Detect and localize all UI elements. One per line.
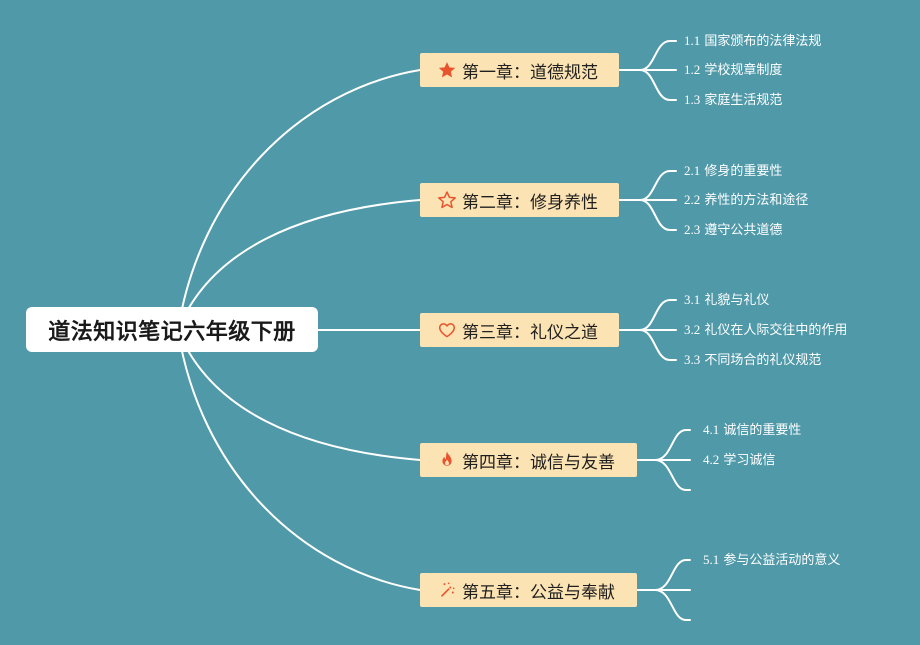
- connector-root-ch4: [177, 329, 421, 461]
- sub-num: 1.2: [684, 62, 701, 77]
- sub-item-1-1[interactable]: 1.1 国家颁布的法律法规: [684, 33, 821, 50]
- star-filled-icon: [437, 60, 457, 80]
- chapter-label-1: 第一章：道德规范: [462, 62, 598, 83]
- sub-text: 参与公益活动的意义: [723, 553, 841, 568]
- connector-root-ch1: [177, 69, 421, 331]
- sub-num: 2.2: [684, 192, 701, 207]
- sub-num: 2.3: [684, 222, 701, 237]
- sub-num: 1.3: [684, 92, 701, 107]
- sub-text: 国家颁布的法律法规: [704, 34, 822, 49]
- sub-num: 4.2: [703, 452, 720, 467]
- sub-item-4-1[interactable]: 4.1 诚信的重要性: [703, 422, 801, 439]
- chapter-label-4: 第四章：诚信与友善: [462, 452, 615, 473]
- sub-num: 5.1: [703, 552, 720, 567]
- sub-text: 遵守公共道德: [704, 223, 783, 238]
- connector-root-ch5: [177, 329, 421, 591]
- sub-num: 1.1: [684, 33, 701, 48]
- sub-item-4-2[interactable]: 4.2 学习诚信: [703, 452, 775, 469]
- chapter-node-5[interactable]: 第五章：公益与奉献: [420, 573, 637, 607]
- sub-text: 家庭生活规范: [704, 93, 783, 108]
- fire-icon: [437, 450, 457, 470]
- root-title: 道法知识笔记六年级下册: [48, 319, 296, 345]
- connector-root-ch2: [177, 199, 421, 331]
- sub-text: 学校规章制度: [704, 63, 783, 78]
- sub-item-2-3[interactable]: 2.3 遵守公共道德: [684, 222, 782, 239]
- chapter-label-5: 第五章：公益与奉献: [462, 582, 615, 603]
- sub-item-1-2[interactable]: 1.2 学校规章制度: [684, 62, 782, 79]
- sub-item-1-3[interactable]: 1.3 家庭生活规范: [684, 92, 782, 109]
- sub-item-2-1[interactable]: 2.1 修身的重要性: [684, 163, 782, 180]
- sub-text: 修身的重要性: [704, 164, 783, 179]
- sub-text: 礼貌与礼仪: [704, 293, 770, 308]
- heart-outline-icon: [437, 320, 457, 340]
- chapter-node-2[interactable]: 第二章：修身养性: [420, 183, 619, 217]
- star-outline-icon: [437, 190, 457, 210]
- sub-text: 学习诚信: [723, 453, 776, 468]
- sub-num: 2.1: [684, 163, 701, 178]
- sub-item-5-1[interactable]: 5.1 参与公益活动的意义: [703, 552, 840, 569]
- chapter-node-1[interactable]: 第一章：道德规范: [420, 53, 619, 87]
- sub-text: 养性的方法和途径: [704, 193, 809, 208]
- sub-num: 3.2: [684, 322, 701, 337]
- chapter-node-4[interactable]: 第四章：诚信与友善: [420, 443, 637, 477]
- root-node[interactable]: 道法知识笔记六年级下册: [26, 307, 318, 352]
- sub-text: 诚信的重要性: [723, 423, 802, 438]
- sub-num: 3.3: [684, 352, 701, 367]
- sub-item-2-2[interactable]: 2.2 养性的方法和途径: [684, 192, 808, 209]
- chapter-label-3: 第三章：礼仪之道: [462, 322, 598, 343]
- sub-item-3-2[interactable]: 3.2 礼仪在人际交往中的作用: [684, 322, 847, 339]
- sub-item-3-1[interactable]: 3.1 礼貌与礼仪: [684, 292, 769, 309]
- chapter-node-3[interactable]: 第三章：礼仪之道: [420, 313, 619, 347]
- sub-num: 4.1: [703, 422, 720, 437]
- chapter-label-2: 第二章：修身养性: [462, 192, 598, 213]
- sub-num: 3.1: [684, 292, 701, 307]
- magic-wand-icon: [437, 580, 457, 600]
- sub-item-3-3[interactable]: 3.3 不同场合的礼仪规范: [684, 352, 821, 369]
- sub-text: 不同场合的礼仪规范: [704, 353, 822, 368]
- sub-text: 礼仪在人际交往中的作用: [704, 323, 848, 338]
